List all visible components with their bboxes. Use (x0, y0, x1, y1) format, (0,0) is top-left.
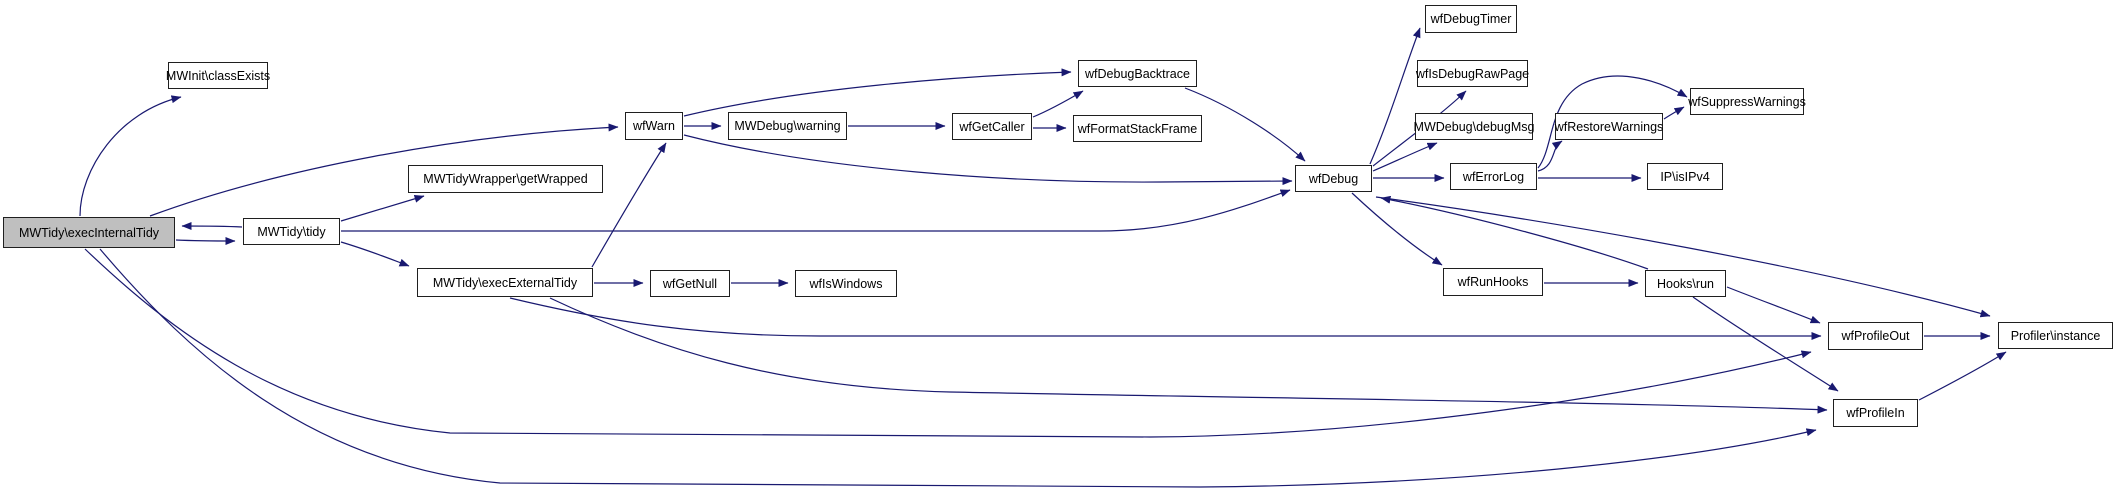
edge-wfWarn-to-wfDebugBacktrace (683, 68, 1072, 117)
edge-execInternalTidy-to-classExists (79, 95, 182, 217)
edge-wfDebugBacktrace-to-wfDebug (1184, 87, 1306, 162)
graph-node-tidy[interactable]: MWTidy\tidy (243, 218, 340, 245)
edge-execExternalTidy-to-wfProfileIn (549, 297, 1828, 414)
edge-execInternalTidy-to-tidy (175, 236, 236, 245)
graph-node-wfFormatStackFrame[interactable]: wfFormatStackFrame (1073, 115, 1202, 142)
edge-wfGetCaller-to-wfDebugBacktrace (1032, 90, 1084, 118)
graph-node-debugMsg[interactable]: MWDebug\debugMsg (1414, 113, 1534, 140)
graph-node-wfIsDebugRawPage[interactable]: wfIsDebugRawPage (1416, 60, 1529, 87)
edge-wfDebug-to-wfDebugTimer (1369, 27, 1421, 165)
edge-wfProfileIn-to-ProfilerInstance (1918, 351, 2007, 401)
edge-execInternalTidy-to-wfWarn (149, 123, 619, 217)
graph-node-wfDebugBacktrace[interactable]: wfDebugBacktrace (1078, 60, 1197, 87)
graph-node-warning[interactable]: MWDebug\warning (728, 112, 847, 140)
graph-node-wfErrorLog[interactable]: wfErrorLog (1450, 163, 1537, 190)
edge-execExternalTidy-to-wfWarn (591, 142, 667, 268)
edge-tidy-to-wfDebug (341, 189, 1291, 232)
edge-wfRestoreWarnings-to-wfSuppressWarnings (1663, 106, 1685, 120)
edge-tidy-to-getWrapped (340, 194, 425, 222)
graph-node-ProfilerInstance[interactable]: Profiler\instance (1998, 322, 2113, 349)
edge-execInternalTidy-to-wfProfileIn (99, 248, 1817, 488)
graph-node-wfWarn[interactable]: wfWarn (625, 112, 683, 140)
graph-node-wfGetCaller[interactable]: wfGetCaller (952, 113, 1032, 140)
graph-node-wfGetNull[interactable]: wfGetNull (650, 270, 730, 297)
edge-wfDebug-to-ProfilerInstance (1375, 196, 1991, 318)
graph-node-wfProfileOut[interactable]: wfProfileOut (1828, 322, 1923, 350)
edge-HooksRun-to-wfDebug (1380, 195, 1649, 270)
edge-wfErrorLog-to-wfRestoreWarnings (1537, 140, 1563, 172)
edge-tidy-to-execExternalTidy (340, 241, 410, 267)
edge-HooksRun-to-wfProfileIn (1692, 296, 1839, 392)
edge-wfDebug-to-debugMsg (1372, 142, 1438, 172)
graph-node-wfRestoreWarnings[interactable]: wfRestoreWarnings (1555, 113, 1663, 140)
graph-node-wfSuppressWarnings[interactable]: wfSuppressWarnings (1688, 88, 1806, 115)
graph-node-classExists[interactable]: MWInit\classExists (166, 62, 270, 89)
graph-node-wfDebugTimer[interactable]: wfDebugTimer (1425, 5, 1517, 33)
edge-wfDebug-to-wfRunHooks (1351, 192, 1443, 266)
edge-tidy-to-execInternalTidy (181, 222, 243, 231)
graph-node-wfIsWindows[interactable]: wfIsWindows (795, 270, 897, 297)
graph-node-wfRunHooks[interactable]: wfRunHooks (1443, 268, 1543, 296)
graph-node-wfProfileIn[interactable]: wfProfileIn (1833, 399, 1918, 427)
edge-execExternalTidy-to-wfProfileOut (509, 297, 1822, 340)
edge-HooksRun-to-wfProfileOut (1726, 286, 1821, 324)
graph-node-getWrapped[interactable]: MWTidyWrapper\getWrapped (408, 165, 603, 193)
graph-node-execExternalTidy[interactable]: MWTidy\execExternalTidy (417, 268, 593, 297)
edge-wfErrorLog-to-wfSuppressWarnings (1537, 75, 1688, 169)
graph-node-HooksRun[interactable]: Hooks\run (1645, 270, 1726, 297)
graph-node-execInternalTidy: MWTidy\execInternalTidy (3, 217, 175, 248)
edge-wfWarn-to-wfDebug (683, 134, 1293, 186)
graph-node-isIPv4[interactable]: IP\isIPv4 (1647, 163, 1723, 190)
graph-node-wfDebug[interactable]: wfDebug (1295, 165, 1372, 192)
edge-execInternalTidy-to-wfProfileOut (84, 248, 1812, 438)
